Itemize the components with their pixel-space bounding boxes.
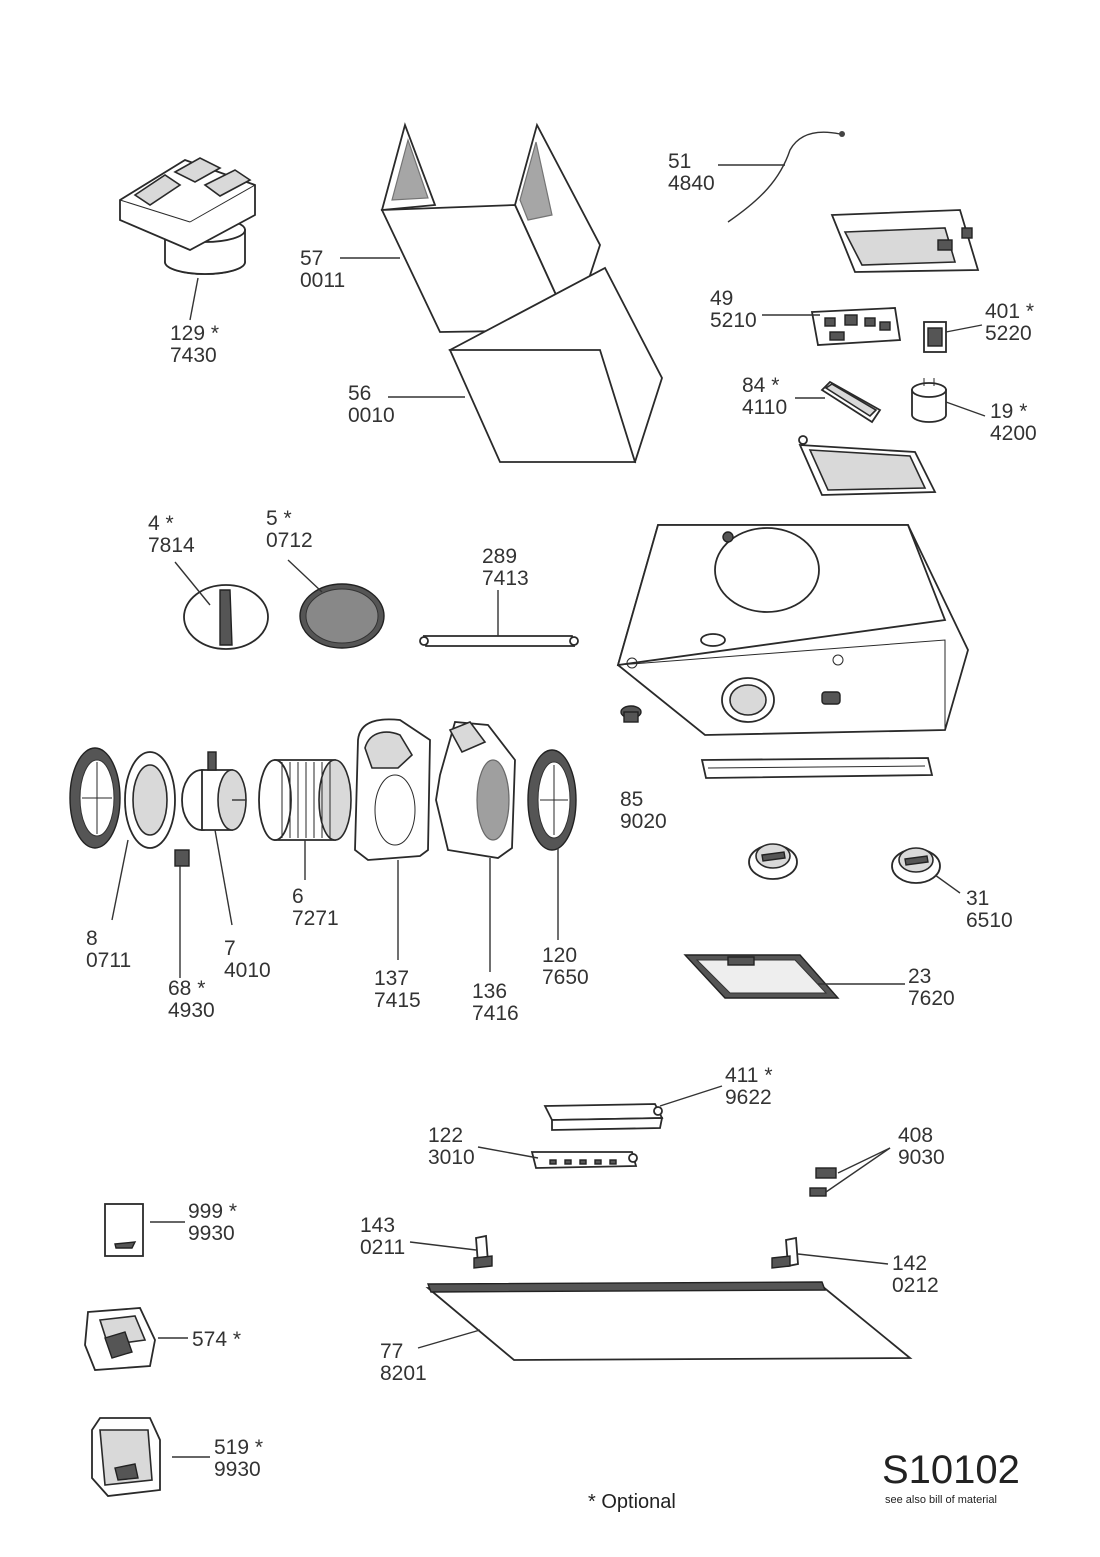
part-122-number: 122 [428,1124,463,1147]
part-143-code: 0211 [360,1236,405,1259]
part-57-code: 0011 [300,269,345,292]
part-68-switch-drawing [174,849,190,867]
part-77-glass-panel-drawing [425,1281,913,1361]
part-142-number: 142 [892,1252,927,1275]
part-129-code: 7430 [170,344,217,367]
part-999-code: 9930 [188,1222,235,1245]
part-49-number: 49 [710,287,733,310]
part-289-bar-drawing [419,635,579,647]
part-574-number: 574 * [192,1328,241,1351]
part-5-code: 0712 [266,529,313,552]
part-68-code: 4930 [168,999,215,1022]
part-8-code: 0711 [86,949,131,972]
part-142-code: 0212 [892,1274,939,1297]
part-408-number: 408 [898,1124,933,1147]
part-57-upper-chimney-drawing [380,122,601,333]
part-6-impeller-drawing [258,759,352,841]
part-19-number: 19 * [990,400,1027,423]
part-6-number: 6 [292,885,304,908]
part-23-code: 7620 [908,987,955,1010]
part-143-bracket-drawing [473,1234,493,1269]
part-143-number: 143 [360,1214,395,1237]
motor-plate-drawing [124,751,176,849]
part-84-code: 4110 [742,396,787,419]
part-7-code: 4010 [224,959,271,982]
optional-legend: * Optional [588,1491,676,1513]
part-56-lower-chimney-drawing [448,266,663,464]
part-136-number: 136 [472,980,507,1003]
part-51-code: 4840 [668,172,715,195]
part-85-code: 9020 [620,810,667,833]
part-289-number: 289 [482,545,517,568]
part-401-code: 5220 [985,322,1032,345]
part-4-code: 7814 [148,534,195,557]
part-120-code: 7650 [542,966,589,989]
part-129-number: 129 * [170,322,219,345]
part-6-code: 7271 [292,907,339,930]
part-122-light-drawing [530,1151,638,1169]
part-136-code: 7416 [472,1002,519,1025]
part-411-code: 9622 [725,1086,772,1109]
part-7-motor-drawing [181,751,247,831]
footer-note: see also bill of material [885,1494,997,1506]
part-51-cable-drawing [727,131,841,223]
part-49-code: 5210 [710,309,757,332]
part-574-kit-drawing [84,1307,156,1371]
part-23-grease-filter-drawing [683,954,840,999]
front-strip-drawing [700,757,934,779]
part-31-knob-left-drawing [748,843,798,880]
part-5-number: 5 * [266,507,292,530]
part-31-knob-right-drawing [891,847,941,884]
part-142-bracket-drawing [771,1236,799,1269]
part-84-number: 84 * [742,374,779,397]
part-31-code: 6510 [966,909,1013,932]
part-519-code: 9930 [214,1458,261,1481]
part-8-number: 8 [86,927,98,950]
part-56-code: 0010 [348,404,395,427]
part-49-control-board-drawing [810,307,902,346]
part-137-housing-drawing [354,718,431,861]
part-137-code: 7415 [374,989,421,1012]
hood-body-drawing [616,524,969,736]
part-289-code: 7413 [482,567,529,590]
part-5-filter-drawing [299,583,385,649]
part-411-number: 411 * [725,1064,773,1087]
part-4-number: 4 * [148,512,174,535]
part-19-capacitor-drawing [911,378,947,423]
part-136-housing-drawing [435,721,516,859]
part-999-manual-drawing [104,1203,144,1257]
part-129-adapter-drawing [119,157,256,275]
cover-plate-drawing [798,435,937,496]
part-122-code: 3010 [428,1146,475,1169]
part-51-number: 51 [668,150,691,173]
part-56-number: 56 [348,382,371,405]
part-85-foot-drawing [620,705,642,723]
diagram-code: S10102 [882,1448,1020,1492]
part-408-clips-drawing [809,1167,837,1197]
part-31-number: 31 [966,887,989,910]
part-999-number: 999 * [188,1200,237,1223]
part-77-code: 8201 [380,1362,427,1385]
part-408-code: 9030 [898,1146,945,1169]
part-68-number: 68 * [168,977,205,1000]
part-519-number: 519 * [214,1436,263,1459]
part-137-number: 137 [374,967,409,990]
part-401-number: 401 * [985,300,1034,323]
part-7-number: 7 [224,937,236,960]
part-85-number: 85 [620,788,643,811]
part-411-housing-drawing [543,1103,664,1131]
part-57-number: 57 [300,247,323,270]
control-box-bracket-drawing [830,209,980,273]
part-8-grille-drawing [69,747,121,849]
part-23-number: 23 [908,965,931,988]
part-120-grille-drawing [527,749,577,851]
part-19-code: 4200 [990,422,1037,445]
part-519-box-drawing [91,1417,161,1497]
part-77-number: 77 [380,1340,403,1363]
part-120-number: 120 [542,944,577,967]
